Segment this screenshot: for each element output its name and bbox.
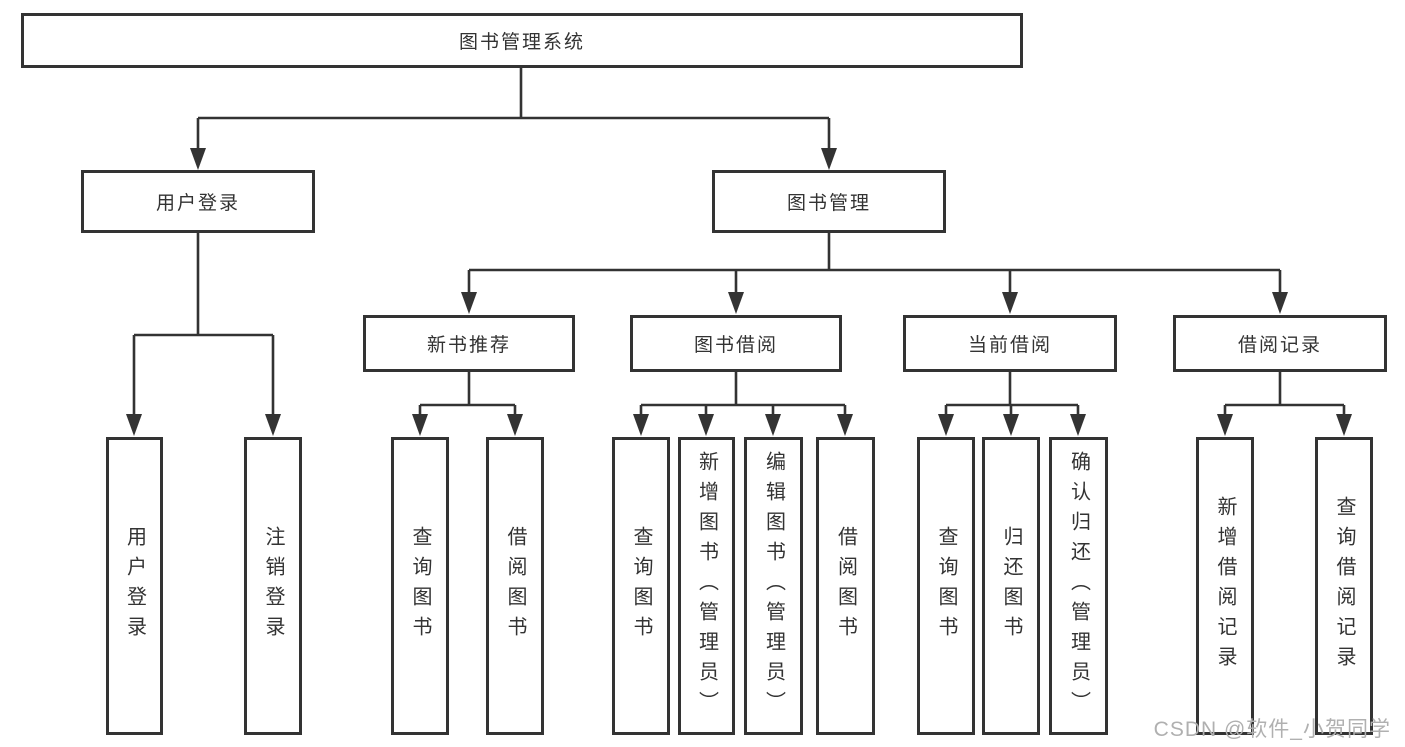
leaf-borrow-book-1: 借阅图书 [486,437,544,735]
node-user-login-label: 用户登录 [155,193,240,214]
leaf-confirm-return: 确认归还（管理员） [1049,437,1108,735]
leaf-borrow-book-2-label: 借阅图书 [834,526,857,646]
leaf-user-login: 用户登录 [106,437,163,735]
leaf-logout-label: 注销登录 [262,526,284,646]
node-user-login: 用户登录 [81,170,315,233]
leaf-confirm-return-label: 确认归还（管理员） [1067,451,1090,721]
leaf-query-book-2-label: 查询图书 [630,526,652,646]
leaf-borrow-book-2: 借阅图书 [816,437,875,735]
leaf-return-book: 归还图书 [982,437,1040,735]
leaf-add-book: 新增图书（管理员） [678,437,735,735]
leaf-edit-book: 编辑图书（管理员） [744,437,803,735]
node-current-borrow-label: 当前借阅 [967,335,1052,356]
leaf-query-book-2: 查询图书 [612,437,670,735]
csdn-watermark: CSDN @软件_小贺同学 [1153,718,1391,741]
leaf-add-record: 新增借阅记录 [1196,437,1254,735]
leaf-add-book-label: 新增图书（管理员） [695,451,718,721]
leaf-borrow-book-1-label: 借阅图书 [504,526,526,646]
node-borrow-records: 借阅记录 [1173,315,1387,372]
node-new-book-recommend-label: 新书推荐 [426,335,511,356]
leaf-edit-book-label: 编辑图书（管理员） [762,451,785,721]
leaf-query-record: 查询借阅记录 [1315,437,1373,735]
leaf-query-book-1-label: 查询图书 [409,526,431,646]
leaf-query-record-label: 查询借阅记录 [1333,496,1355,676]
node-root-label: 图书管理系统 [458,32,585,53]
leaf-query-book-3: 查询图书 [917,437,975,735]
leaf-return-book-label: 归还图书 [1000,526,1022,646]
node-book-management-label: 图书管理 [786,193,871,214]
node-book-borrow: 图书借阅 [630,315,842,372]
leaf-query-book-3-label: 查询图书 [935,526,957,646]
node-root: 图书管理系统 [21,13,1023,68]
leaf-add-record-label: 新增借阅记录 [1214,496,1236,676]
leaf-logout: 注销登录 [244,437,302,735]
node-current-borrow: 当前借阅 [903,315,1117,372]
leaf-user-login-label: 用户登录 [123,526,146,646]
node-book-management: 图书管理 [712,170,946,233]
node-new-book-recommend: 新书推荐 [363,315,575,372]
node-borrow-records-label: 借阅记录 [1237,335,1322,356]
node-book-borrow-label: 图书借阅 [693,335,778,356]
leaf-query-book-1: 查询图书 [391,437,449,735]
